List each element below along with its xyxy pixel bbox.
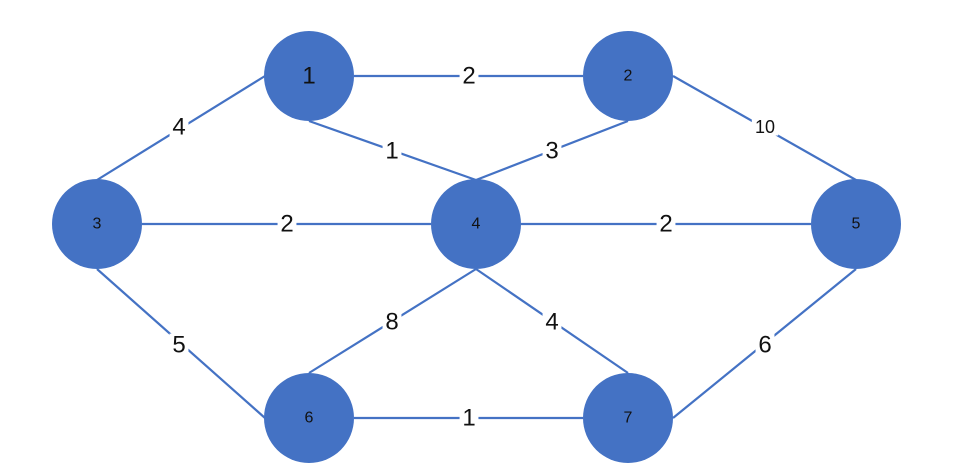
edge-1-2: 2	[354, 63, 583, 90]
edge-weight-1-2: 2	[462, 63, 475, 90]
edge-label-backing-4-6	[382, 310, 402, 334]
edge-label-backing-1-4	[382, 139, 402, 163]
edge-label-backing-1-3	[169, 115, 189, 139]
node-label-6: 6	[305, 410, 314, 427]
nodes-layer: 1 2 3 4 5 6 7	[52, 31, 901, 463]
node-circle-2	[583, 31, 673, 121]
node-3: 3	[52, 179, 142, 269]
edges-layer: 2 4 1 3 10 2 2 5 8 4 6 1	[96, 63, 857, 432]
edge-label-backing-1-2	[459, 64, 479, 88]
edge-weight-3-6: 5	[172, 332, 185, 359]
node-label-7: 7	[624, 410, 633, 427]
edge-label-backing-4-7	[542, 310, 562, 334]
edge-1-3: 4	[96, 75, 266, 181]
node-label-4: 4	[472, 216, 481, 233]
edge-3-4: 2	[142, 211, 431, 238]
edge-label-backing-6-7	[459, 406, 479, 430]
edge-5-7: 6	[672, 268, 857, 419]
edge-4-5: 2	[521, 211, 811, 238]
edge-2-4: 3	[475, 119, 629, 182]
node-label-3: 3	[93, 216, 102, 233]
edge-weight-4-6: 8	[385, 309, 398, 336]
edge-4-7: 4	[475, 268, 629, 374]
node-1: 1	[264, 31, 354, 121]
node-5: 5	[811, 179, 901, 269]
edge-weight-3-4: 2	[280, 211, 293, 238]
node-label-5: 5	[852, 216, 861, 233]
edge-weight-2-4: 3	[545, 138, 558, 165]
edge-4-6: 8	[308, 268, 477, 374]
node-6: 6	[264, 373, 354, 463]
edge-label-backing-3-4	[277, 212, 297, 236]
edge-weight-5-7: 6	[758, 332, 771, 359]
edge-weight-6-7: 1	[462, 405, 475, 432]
node-circle-3	[52, 179, 142, 269]
node-label-1: 1	[302, 63, 315, 90]
edge-weight-1-3: 4	[172, 114, 185, 141]
edge-weight-4-5: 2	[659, 211, 672, 238]
node-circle-7	[583, 373, 673, 463]
edge-1-4: 1	[308, 119, 477, 182]
edge-weight-4-7: 4	[545, 309, 558, 336]
edge-label-backing-2-4	[542, 139, 562, 163]
edge-6-7: 1	[354, 405, 583, 432]
edge-weight-2-5: 10	[755, 117, 775, 137]
node-label-2: 2	[624, 68, 633, 85]
node-circle-1	[264, 31, 354, 121]
node-circle-5	[811, 179, 901, 269]
edge-label-backing-3-6	[169, 333, 189, 357]
node-4: 4	[431, 179, 521, 269]
node-7: 7	[583, 373, 673, 463]
node-circle-6	[264, 373, 354, 463]
edge-2-5: 10	[672, 75, 857, 181]
edge-label-backing-2-5	[751, 118, 779, 136]
edge-3-6: 5	[96, 268, 266, 419]
edge-label-backing-4-5	[656, 212, 676, 236]
node-2: 2	[583, 31, 673, 121]
edge-label-backing-5-7	[755, 333, 775, 357]
node-circle-4	[431, 179, 521, 269]
edge-weight-1-4: 1	[385, 138, 398, 165]
